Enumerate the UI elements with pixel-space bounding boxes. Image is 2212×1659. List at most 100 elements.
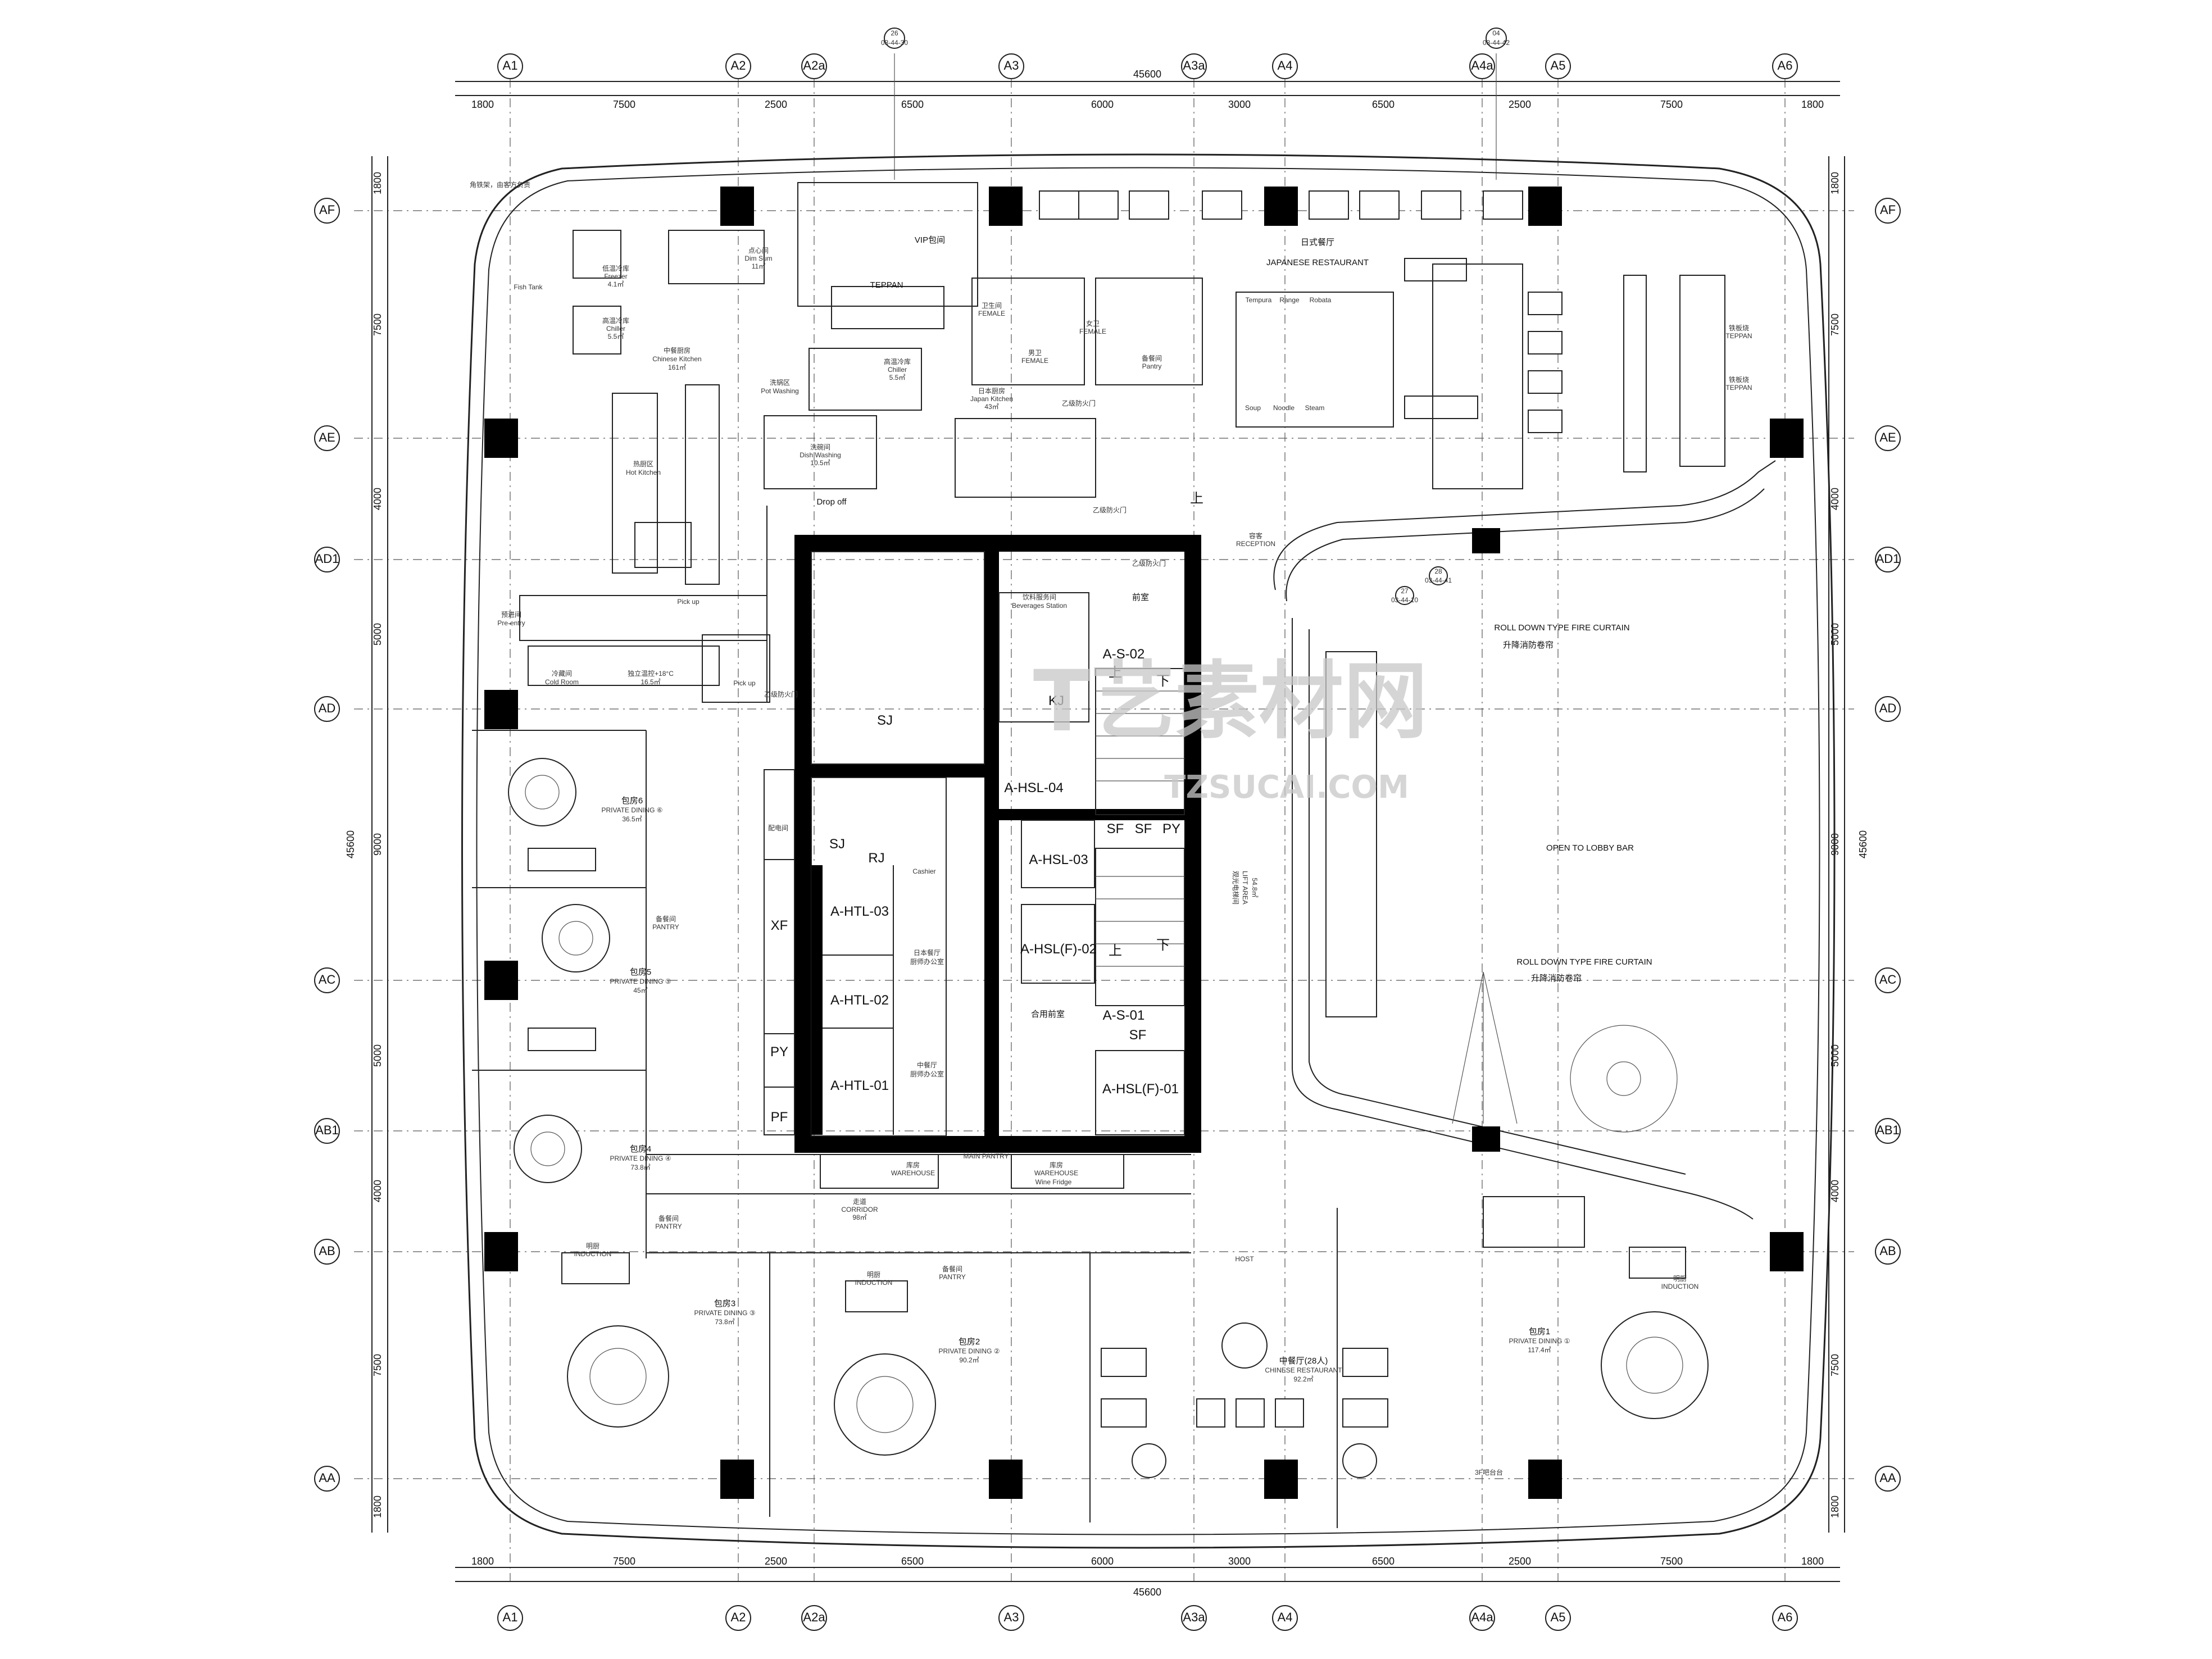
- svg-text:角铁架，由客方负责: 角铁架，由客方负责: [470, 180, 530, 189]
- svg-text:6500: 6500: [1372, 1556, 1395, 1567]
- svg-text:观光电梯间: 观光电梯间: [1232, 871, 1239, 905]
- svg-text:点心间: 点心间: [748, 247, 769, 254]
- svg-text:AF: AF: [1880, 203, 1896, 217]
- lower-band-labels: 库房 WAREHOUSE 库房 WAREHOUSE MAIN PANTRY Wi…: [841, 1152, 1078, 1221]
- svg-text:4.1㎡: 4.1㎡: [608, 280, 624, 288]
- svg-text:冷藏间: 冷藏间: [552, 670, 572, 678]
- svg-text:ROLL DOWN TYPE FIRE CURTAIN: ROLL DOWN TYPE FIRE CURTAIN: [1494, 623, 1629, 633]
- kitchen-labels: 角铁架，由客方负责 Fish Tank VIP包间 TEPPAN 日式餐厅 JA…: [470, 180, 1752, 698]
- svg-text:AB1: AB1: [315, 1123, 339, 1137]
- svg-text:RECEPTION: RECEPTION: [1236, 540, 1275, 548]
- svg-text:PRIVATE DINING ②: PRIVATE DINING ②: [939, 1347, 1000, 1355]
- svg-text:27: 27: [1401, 587, 1409, 595]
- svg-text:PRIVATE DINING ③: PRIVATE DINING ③: [694, 1309, 756, 1317]
- svg-text:明厨: 明厨: [1673, 1275, 1687, 1283]
- svg-text:包房1: 包房1: [1529, 1327, 1550, 1337]
- svg-text:7500: 7500: [1660, 99, 1683, 110]
- svg-text:Pot Washing: Pot Washing: [761, 387, 799, 395]
- svg-text:包房4: 包房4: [630, 1144, 651, 1154]
- svg-text:WAREHOUSE: WAREHOUSE: [1034, 1169, 1078, 1177]
- svg-text:PRIVATE DINING ④: PRIVATE DINING ④: [610, 1155, 671, 1162]
- svg-text:AB: AB: [1879, 1244, 1896, 1258]
- private-dining-bottom: [561, 1196, 1709, 1528]
- section-marks: 26 03-44-30 04 03-44-42 27 03-44-10 28 0…: [881, 28, 1510, 605]
- svg-text:A4: A4: [1278, 1610, 1293, 1624]
- svg-text:AE: AE: [319, 430, 335, 444]
- left-dimensions: 1800 7500 4000 5000 9000 5000 4000 7500 …: [345, 172, 383, 1518]
- svg-text:Fish Tank: Fish Tank: [514, 283, 543, 291]
- svg-text:日本厨房: 日本厨房: [978, 387, 1005, 395]
- svg-text:LIFT AREA: LIFT AREA: [1241, 871, 1249, 905]
- svg-text:上: 上: [1109, 943, 1122, 958]
- svg-text:Chinese Kitchen: Chinese Kitchen: [652, 355, 701, 363]
- svg-text:INDUCTION: INDUCTION: [574, 1250, 612, 1258]
- svg-text:A-HSL(F)-01: A-HSL(F)-01: [1102, 1081, 1179, 1097]
- svg-text:7500: 7500: [1829, 313, 1841, 336]
- svg-text:AF: AF: [319, 203, 335, 217]
- svg-text:SF: SF: [1129, 1028, 1147, 1043]
- svg-text:WAREHOUSE: WAREHOUSE: [891, 1169, 935, 1177]
- svg-text:2500: 2500: [765, 99, 787, 110]
- svg-text:9000: 9000: [372, 833, 383, 856]
- svg-text:AD: AD: [1879, 701, 1897, 715]
- svg-text:03-44-30: 03-44-30: [881, 39, 908, 47]
- svg-text:Range: Range: [1279, 296, 1300, 304]
- svg-text:2500: 2500: [765, 1556, 787, 1567]
- svg-text:43㎡: 43㎡: [984, 403, 998, 411]
- svg-text:4000: 4000: [1829, 488, 1841, 510]
- svg-text:Pre-entry: Pre-entry: [497, 619, 525, 627]
- svg-text:洗碗间: 洗碗间: [810, 443, 830, 451]
- svg-text:98㎡: 98㎡: [852, 1213, 866, 1221]
- svg-text:升降消防卷帘: 升降消防卷帘: [1503, 640, 1554, 650]
- svg-text:Drop off: Drop off: [816, 497, 847, 507]
- svg-text:合用前室: 合用前室: [1031, 1010, 1065, 1019]
- row-bubbles-left: AF AE AD1 AD AC AB1 AB AA: [314, 198, 340, 1492]
- svg-text:Beverages Station: Beverages Station: [1012, 602, 1067, 610]
- svg-text:A-HTL-02: A-HTL-02: [830, 993, 889, 1008]
- svg-text:TEPPAN: TEPPAN: [870, 280, 903, 290]
- svg-text:16.5㎡: 16.5㎡: [641, 678, 660, 686]
- svg-text:高温冷库: 高温冷库: [602, 316, 629, 325]
- svg-text:A2: A2: [731, 58, 746, 72]
- svg-text:日式餐厅: 日式餐厅: [1301, 238, 1334, 247]
- svg-text:PY: PY: [770, 1044, 788, 1060]
- svg-text:包房5: 包房5: [630, 967, 651, 977]
- svg-text:Freezer: Freezer: [604, 272, 627, 280]
- svg-text:AB: AB: [319, 1244, 335, 1258]
- svg-text:SF: SF: [1107, 821, 1124, 837]
- kitchen-zone: [519, 182, 1478, 703]
- svg-text:36.5㎡: 36.5㎡: [622, 815, 642, 823]
- svg-text:明厨: 明厨: [586, 1242, 599, 1250]
- svg-text:7500: 7500: [372, 313, 383, 336]
- svg-text:6500: 6500: [901, 99, 924, 110]
- svg-text:铁板烧: 铁板烧: [1729, 376, 1749, 384]
- svg-text:KJ: KJ: [1048, 693, 1064, 708]
- top-dimensions: 1800 7500 2500 6500 6000 3000 6500 2500 …: [471, 69, 1824, 110]
- structural-columns: [484, 187, 1804, 1499]
- svg-text:TZSUCAI.COM: TZSUCAI.COM: [1164, 769, 1409, 806]
- svg-text:OPEN TO LOBBY BAR: OPEN TO LOBBY BAR: [1546, 843, 1634, 853]
- svg-text:A-HTL-03: A-HTL-03: [830, 904, 889, 919]
- svg-text:AB1: AB1: [1876, 1123, 1900, 1137]
- svg-text:日本餐厅: 日本餐厅: [914, 948, 941, 957]
- svg-text:11㎡: 11㎡: [752, 262, 765, 270]
- svg-text:3000: 3000: [1228, 99, 1251, 110]
- private-dining-left: [472, 730, 647, 1258]
- svg-text:7500: 7500: [613, 99, 635, 110]
- svg-text:54.8㎡: 54.8㎡: [1251, 878, 1259, 897]
- svg-text:SF: SF: [1135, 821, 1152, 837]
- svg-text:45㎡: 45㎡: [633, 987, 647, 994]
- svg-text:90.2㎡: 90.2㎡: [959, 1356, 979, 1364]
- svg-text:HOST: HOST: [1235, 1255, 1254, 1263]
- svg-text:乙级防火门: 乙级防火门: [764, 690, 798, 698]
- svg-text:Noodle: Noodle: [1273, 404, 1295, 412]
- svg-text:走道: 走道: [853, 1198, 866, 1206]
- svg-text:45600: 45600: [1133, 69, 1161, 80]
- svg-text:乙级防火门: 乙级防火门: [1062, 399, 1096, 407]
- svg-text:6500: 6500: [1372, 99, 1395, 110]
- svg-text:5.5㎡: 5.5㎡: [889, 374, 906, 381]
- svg-text:03-44-42: 03-44-42: [1483, 39, 1510, 47]
- svg-text:A5: A5: [1551, 58, 1566, 72]
- svg-text:升降消防卷帘: 升降消防卷帘: [1531, 974, 1582, 983]
- svg-text:45600: 45600: [345, 830, 356, 858]
